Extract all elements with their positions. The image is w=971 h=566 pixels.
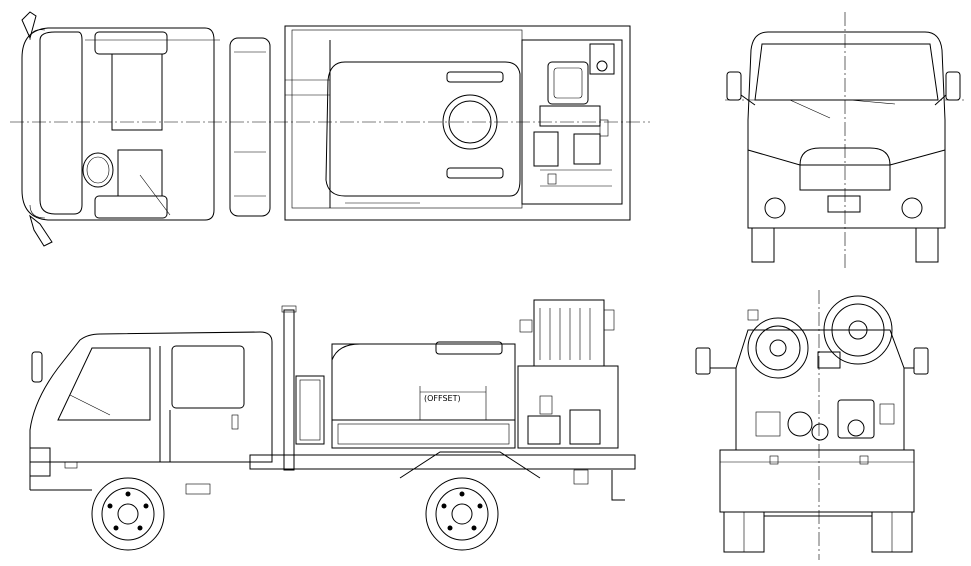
- rear-mirror-left: [695, 347, 711, 375]
- grille: [799, 147, 891, 191]
- offset-label: (OFFSET): [424, 394, 461, 403]
- side-view-pump-unit: [517, 299, 619, 449]
- rear-view: [695, 290, 929, 560]
- top-view-pump-compartment: [521, 39, 623, 205]
- front-tire-left: [751, 227, 775, 263]
- windshield: [754, 43, 939, 101]
- side-view: (OFFSET): [29, 299, 636, 551]
- chassis-rail: [249, 454, 636, 470]
- rear-window: [171, 345, 245, 409]
- headlight-left: [764, 197, 786, 219]
- mirror-left: [21, 11, 37, 40]
- rear-mirror-right: [913, 347, 929, 375]
- top-view-tank: [284, 25, 631, 221]
- side-view-tank: (OFFSET): [331, 341, 516, 449]
- front-mirror-right: [945, 71, 961, 101]
- steering-wheel: [82, 152, 114, 188]
- side-view-cab: [29, 331, 273, 491]
- rear-pump-engine: [837, 399, 875, 439]
- front-tire-right: [915, 227, 939, 263]
- windshield-side: [57, 347, 151, 421]
- top-view: [10, 11, 650, 247]
- rear-wheel: [425, 477, 499, 551]
- mirror-right: [29, 214, 53, 247]
- rear-hose-reel-left: [747, 317, 809, 379]
- rear-bumper: [719, 449, 915, 513]
- hose-reel-top: [547, 61, 589, 105]
- exhaust-pipe: [283, 309, 295, 471]
- license-plate: [827, 195, 861, 213]
- top-view-cab: [21, 11, 271, 247]
- front-view: [725, 12, 965, 270]
- front-mirror-left: [726, 71, 742, 101]
- front-wheel: [91, 477, 165, 551]
- side-mirror: [31, 351, 43, 383]
- pump-engine-side: [527, 415, 561, 445]
- headlight-right: [901, 197, 923, 219]
- manhole-cover: [442, 94, 498, 150]
- rear-fender: [399, 451, 541, 479]
